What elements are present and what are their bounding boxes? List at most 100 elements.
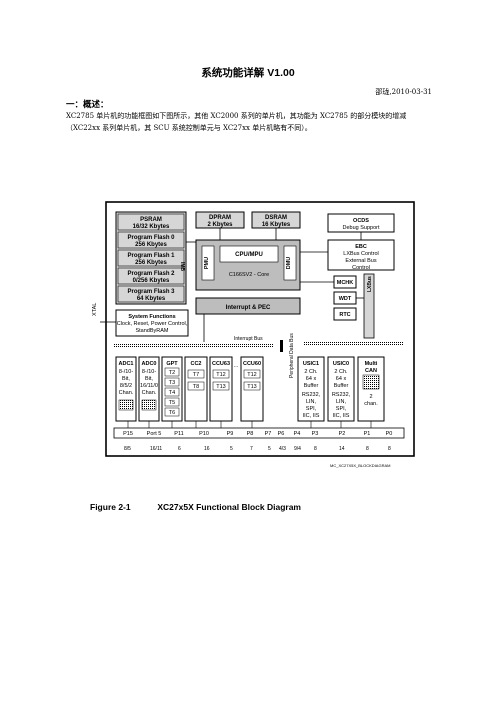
flash2-label: Program Flash 2 <box>127 271 175 277</box>
ocds-desc: Debug Support <box>343 225 380 231</box>
usic0-line1: 2 Ch. <box>334 369 348 375</box>
section-heading: 一：概述： <box>66 100 109 110</box>
psram-label: PSRAM <box>140 217 162 223</box>
interrupt-pec-label: Interrupt & PEC <box>226 305 271 311</box>
ccu63-timer-t13: T13 <box>216 384 225 390</box>
ports-row: P15 Port 5 P11 P10 P9 P8 P7 P6 P4 P3 P2 … <box>113 427 405 439</box>
port-5: Port 5 <box>147 431 162 437</box>
imb-label: IMB <box>179 262 185 272</box>
rtc-label: RTC <box>339 312 350 318</box>
port-p4: P4 <box>294 431 301 437</box>
gpt-timer-t6: T6 <box>169 410 175 416</box>
usic1-line3: Buffer <box>304 383 319 389</box>
peripheral-bus-label: Peripheral Data Bus <box>289 333 295 378</box>
ccu60-label: CCU60 <box>243 361 261 367</box>
adc1-line1: 8-/10- <box>119 369 134 375</box>
usic1-label: USIC1 <box>303 361 319 367</box>
adc0-line3: 16/11/0 <box>140 383 158 389</box>
adc0-line2: Bit, <box>145 376 153 382</box>
adc0-label: ADC0 <box>142 361 157 367</box>
dsram-label: DSRAM <box>265 215 287 221</box>
flash2-size: 0/256 Kbytes <box>133 278 170 284</box>
peripheral-row: ADC1 8-/10- Bit, 8/5/2 Chan. ADC0 8-/10-… <box>115 356 385 422</box>
block-diagram-figure: PSRAM 16/32 Kbytes Program Flash 0 256 K… <box>84 192 429 496</box>
multican-label-1: Multi <box>365 361 378 367</box>
dsram-size: 16 Kbytes <box>262 222 291 228</box>
ebc-line1: LXBus Control <box>343 251 378 257</box>
ccu63-label: CCU63 <box>212 361 230 367</box>
mchk-label: MCHK <box>337 280 354 286</box>
figure-number: Figure 2-1 <box>90 502 131 512</box>
flash1-size: 256 Kbytes <box>135 260 167 266</box>
pins-p7: 5 <box>268 446 271 452</box>
adc1-line4: Chan. <box>119 390 134 396</box>
figure-title: XC27x5X Functional Block Diagram <box>157 502 301 512</box>
sysfunc-line1: Clock, Reset, Power Control, <box>117 321 188 327</box>
document-title: 系统功能详解 V1.00 <box>201 67 295 79</box>
ccu60-timer-t13: T13 <box>247 384 256 390</box>
multican-line1: 2 <box>369 394 372 400</box>
ccu60-timer-t12: T12 <box>247 372 256 378</box>
usic0-line4: RS232, <box>332 392 351 398</box>
cc2-timer-t8: T8 <box>193 384 199 390</box>
memory-column: PSRAM 16/32 Kbytes Program Flash 0 256 K… <box>115 211 187 305</box>
ebc-line2: External Bus <box>345 258 376 264</box>
ccu-ellipsis: … <box>233 363 239 369</box>
flash3-label: Program Flash 3 <box>127 289 175 295</box>
pins-p4: 9/4 <box>294 446 301 452</box>
pins-p3: 8 <box>314 446 317 452</box>
pins-port5: 16/11 <box>150 446 162 452</box>
pins-p1: 8 <box>366 446 369 452</box>
port-p6: P6 <box>278 431 285 437</box>
port-p9: P9 <box>227 431 234 437</box>
usic0-label: USIC0 <box>333 361 349 367</box>
port-p7: P7 <box>265 431 272 437</box>
psram-size: 16/32 Kbytes <box>133 224 170 230</box>
flash0-size: 256 Kbytes <box>135 242 167 248</box>
usic1-line6: SPI, <box>306 406 317 412</box>
usic0-line2: 64 x <box>336 376 347 382</box>
port-p2: P2 <box>339 431 346 437</box>
usic1-line1: 2 Ch. <box>304 369 318 375</box>
multican-line2: chan. <box>364 401 378 407</box>
gpt-timer-t3: T3 <box>169 380 175 386</box>
usic1-line2: 64 x <box>306 376 317 382</box>
figure-caption: Figure 2-1 XC27x5X Functional Block Diag… <box>90 502 301 512</box>
core-label: C166SV2 - Core <box>229 272 269 278</box>
core-block: PMU CPU/MPU C166SV2 - Core DMU <box>195 239 301 291</box>
author-date: 邵珑,2010-03-31 <box>375 88 432 96</box>
gpt-label: GPT <box>166 361 178 367</box>
port-p11: P11 <box>174 431 183 437</box>
dpram-label: DPRAM <box>209 215 231 221</box>
adc1-line3: 8/5/2 <box>120 383 132 389</box>
pins-p6: 4/3 <box>279 446 286 452</box>
port-p8: P8 <box>247 431 254 437</box>
xtal-label: XTAL <box>92 303 98 316</box>
ebc-label: EBC <box>355 244 367 250</box>
pins-p8: 7 <box>250 446 253 452</box>
port-p15: P15 <box>123 431 133 437</box>
pins-p2: 14 <box>339 446 345 452</box>
flash1-label: Program Flash 1 <box>127 253 175 259</box>
flash0-label: Program Flash 0 <box>127 235 175 241</box>
gpt-timer-t4: T4 <box>169 390 175 396</box>
cc2-label: CC2 <box>190 361 201 367</box>
port-p10: P10 <box>199 431 209 437</box>
pins-p10: 16 <box>204 446 210 452</box>
usic0-line5: LIN, <box>336 399 347 405</box>
adc1-line2: Bit, <box>122 376 130 382</box>
gpt-timer-t5: T5 <box>169 400 175 406</box>
overview-paragraph: XC2785 单片机的功能框图如下图所示，其他 XC2000 系列的单片机，其功… <box>66 112 407 132</box>
pins-p9: 5 <box>230 446 233 452</box>
ccu63-timer-t12: T12 <box>216 372 225 378</box>
gpt-timer-t2: T2 <box>169 370 175 376</box>
adc0-line1: 8-/10- <box>142 369 157 375</box>
pmu-label: PMU <box>204 257 210 269</box>
port-p0: P0 <box>386 431 393 437</box>
adc1-label: ADC1 <box>119 361 134 367</box>
cc2-timer-t7: T7 <box>193 372 199 378</box>
usic1-line5: LIN, <box>306 399 317 405</box>
usic0-line7: IIC, IIS <box>333 413 350 419</box>
port-p3: P3 <box>312 431 319 437</box>
pins-p11: 6 <box>178 446 181 452</box>
